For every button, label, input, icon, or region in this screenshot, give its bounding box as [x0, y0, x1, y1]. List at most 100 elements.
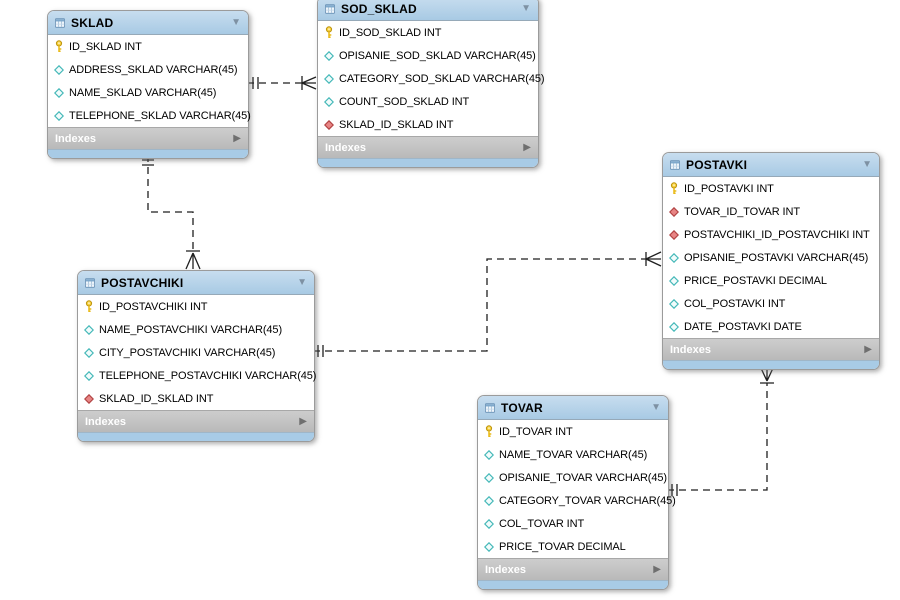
field-row[interactable]: POSTAVCHIKI_ID_POSTAVCHIKI INT [663, 223, 879, 246]
primary-key-icon [669, 182, 679, 195]
table-postavki[interactable]: POSTAVKI ▼ ID_POSTAVKI INT TOVAR_ID_TOVAR… [662, 152, 880, 370]
primary-key-icon [484, 425, 494, 438]
table-title: SOD_SKLAD [341, 1, 417, 16]
collapse-arrow-icon[interactable]: ▼ [862, 158, 872, 170]
field-row[interactable]: ID_SKLAD INT [48, 35, 248, 58]
field-row[interactable]: NAME_TOVAR VARCHAR(45) [478, 443, 668, 466]
field-label: TELEPHONE_SKLAD VARCHAR(45) [69, 109, 251, 122]
field-label: CITY_POSTAVCHIKI VARCHAR(45) [99, 346, 276, 359]
table-sklad[interactable]: SKLAD ▼ ID_SKLAD INT ADDRESS_SKLAD VARCHA… [47, 10, 251, 159]
field-row[interactable]: ID_POSTAVCHIKI INT [78, 295, 314, 318]
field-label: OPISANIE_TOVAR VARCHAR(45) [499, 471, 667, 484]
column-icon [84, 370, 94, 381]
table-header[interactable]: SKLAD ▼ [48, 11, 248, 35]
field-row[interactable]: TELEPHONE_POSTAVCHIKI VARCHAR(45) [78, 364, 316, 387]
field-row[interactable]: OPISANIE_TOVAR VARCHAR(45) [478, 466, 668, 489]
table-icon [55, 17, 65, 29]
column-icon [54, 64, 64, 75]
field-row[interactable]: SKLAD_ID_SKLAD INT [78, 387, 314, 410]
table-icon [85, 277, 95, 289]
column-icon [669, 321, 679, 332]
field-row[interactable]: CITY_POSTAVCHIKI VARCHAR(45) [78, 341, 314, 364]
collapse-arrow-icon[interactable]: ▼ [297, 276, 307, 288]
field-row[interactable]: TOVAR_ID_TOVAR INT [663, 200, 879, 223]
indexes-bar[interactable]: Indexes ▶ [663, 338, 879, 360]
expand-indexes-icon[interactable]: ▶ [864, 343, 872, 355]
field-label: ID_SKLAD INT [69, 40, 142, 53]
column-icon [84, 347, 94, 358]
collapse-arrow-icon[interactable]: ▼ [651, 401, 661, 413]
indexes-label: Indexes [670, 343, 711, 356]
expand-indexes-icon[interactable]: ▶ [299, 415, 307, 427]
expand-indexes-icon[interactable]: ▶ [523, 141, 531, 153]
field-label: TOVAR_ID_TOVAR INT [684, 205, 800, 218]
indexes-bar[interactable]: Indexes ▶ [48, 127, 248, 149]
relationship-sklad-postavchiki[interactable] [142, 155, 201, 270]
field-row[interactable]: ID_POSTAVKI INT [663, 177, 879, 200]
expand-indexes-icon[interactable]: ▶ [653, 563, 661, 575]
field-label: DATE_POSTAVKI DATE [684, 320, 802, 333]
column-icon [669, 275, 679, 286]
relationship-sklad-sod_sklad[interactable] [247, 76, 317, 90]
field-label: CATEGORY_SOD_SKLAD VARCHAR(45) [339, 72, 545, 85]
field-label: OPISANIE_POSTAVKI VARCHAR(45) [684, 251, 869, 264]
table-icon [485, 402, 495, 414]
field-row[interactable]: DATE_POSTAVKI DATE [663, 315, 879, 338]
table-header[interactable]: SOD_SKLAD ▼ [318, 0, 538, 21]
collapse-arrow-icon[interactable]: ▼ [231, 16, 241, 28]
field-row[interactable]: ID_SOD_SKLAD INT [318, 21, 538, 44]
indexes-bar[interactable]: Indexes ▶ [78, 410, 314, 432]
field-row[interactable]: CATEGORY_TOVAR VARCHAR(45) [478, 489, 676, 512]
table-footer-bar [663, 360, 879, 369]
relationship-postavchiki-postavki[interactable] [313, 251, 662, 357]
field-row[interactable]: PRICE_POSTAVKI DECIMAL [663, 269, 879, 292]
column-icon [484, 541, 494, 552]
column-icon [484, 449, 494, 460]
column-icon [54, 110, 64, 121]
table-header[interactable]: TOVAR ▼ [478, 396, 668, 420]
primary-key-icon [54, 40, 64, 53]
field-row[interactable]: COUNT_SOD_SKLAD INT [318, 90, 538, 113]
column-icon [484, 495, 494, 506]
field-label: ADDRESS_SKLAD VARCHAR(45) [69, 63, 238, 76]
column-icon [324, 96, 334, 107]
field-row[interactable]: CATEGORY_SOD_SKLAD VARCHAR(45) [318, 67, 545, 90]
table-header[interactable]: POSTAVCHIKI ▼ [78, 271, 314, 295]
one-cardinality-marker [252, 77, 259, 89]
field-label: PRICE_TOVAR DECIMAL [499, 540, 626, 553]
indexes-bar[interactable]: Indexes ▶ [478, 558, 668, 580]
table-header[interactable]: POSTAVKI ▼ [663, 153, 879, 177]
column-icon [669, 252, 679, 263]
field-row[interactable]: NAME_SKLAD VARCHAR(45) [48, 81, 248, 104]
column-icon [84, 324, 94, 335]
one-cardinality-marker [671, 484, 678, 496]
field-row[interactable]: COL_POSTAVKI INT [663, 292, 879, 315]
indexes-bar[interactable]: Indexes ▶ [318, 136, 538, 158]
field-row[interactable]: OPISANIE_SOD_SKLAD VARCHAR(45) [318, 44, 538, 67]
table-columns: ID_SKLAD INT ADDRESS_SKLAD VARCHAR(45) NAM… [48, 35, 251, 127]
field-row[interactable]: COL_TOVAR INT [478, 512, 668, 535]
table-footer-bar [478, 580, 668, 589]
field-label: SKLAD_ID_SKLAD INT [339, 118, 454, 131]
field-row[interactable]: ID_TOVAR INT [478, 420, 668, 443]
relationship-tovar-postavki[interactable] [667, 365, 775, 496]
field-label: NAME_SKLAD VARCHAR(45) [69, 86, 217, 99]
field-label: COL_POSTAVKI INT [684, 297, 786, 310]
field-row[interactable]: OPISANIE_POSTAVKI VARCHAR(45) [663, 246, 879, 269]
table-title: SKLAD [71, 15, 114, 30]
field-row[interactable]: ADDRESS_SKLAD VARCHAR(45) [48, 58, 248, 81]
field-row[interactable]: NAME_POSTAVCHIKI VARCHAR(45) [78, 318, 314, 341]
field-row[interactable]: TELEPHONE_SKLAD VARCHAR(45) [48, 104, 251, 127]
field-label: COUNT_SOD_SKLAD INT [339, 95, 470, 108]
field-row[interactable]: SKLAD_ID_SKLAD INT [318, 113, 538, 136]
collapse-arrow-icon[interactable]: ▼ [521, 2, 531, 14]
primary-key-icon [84, 300, 94, 313]
field-row[interactable]: PRICE_TOVAR DECIMAL [478, 535, 668, 558]
foreign-key-icon [84, 393, 94, 404]
expand-indexes-icon[interactable]: ▶ [233, 132, 241, 144]
